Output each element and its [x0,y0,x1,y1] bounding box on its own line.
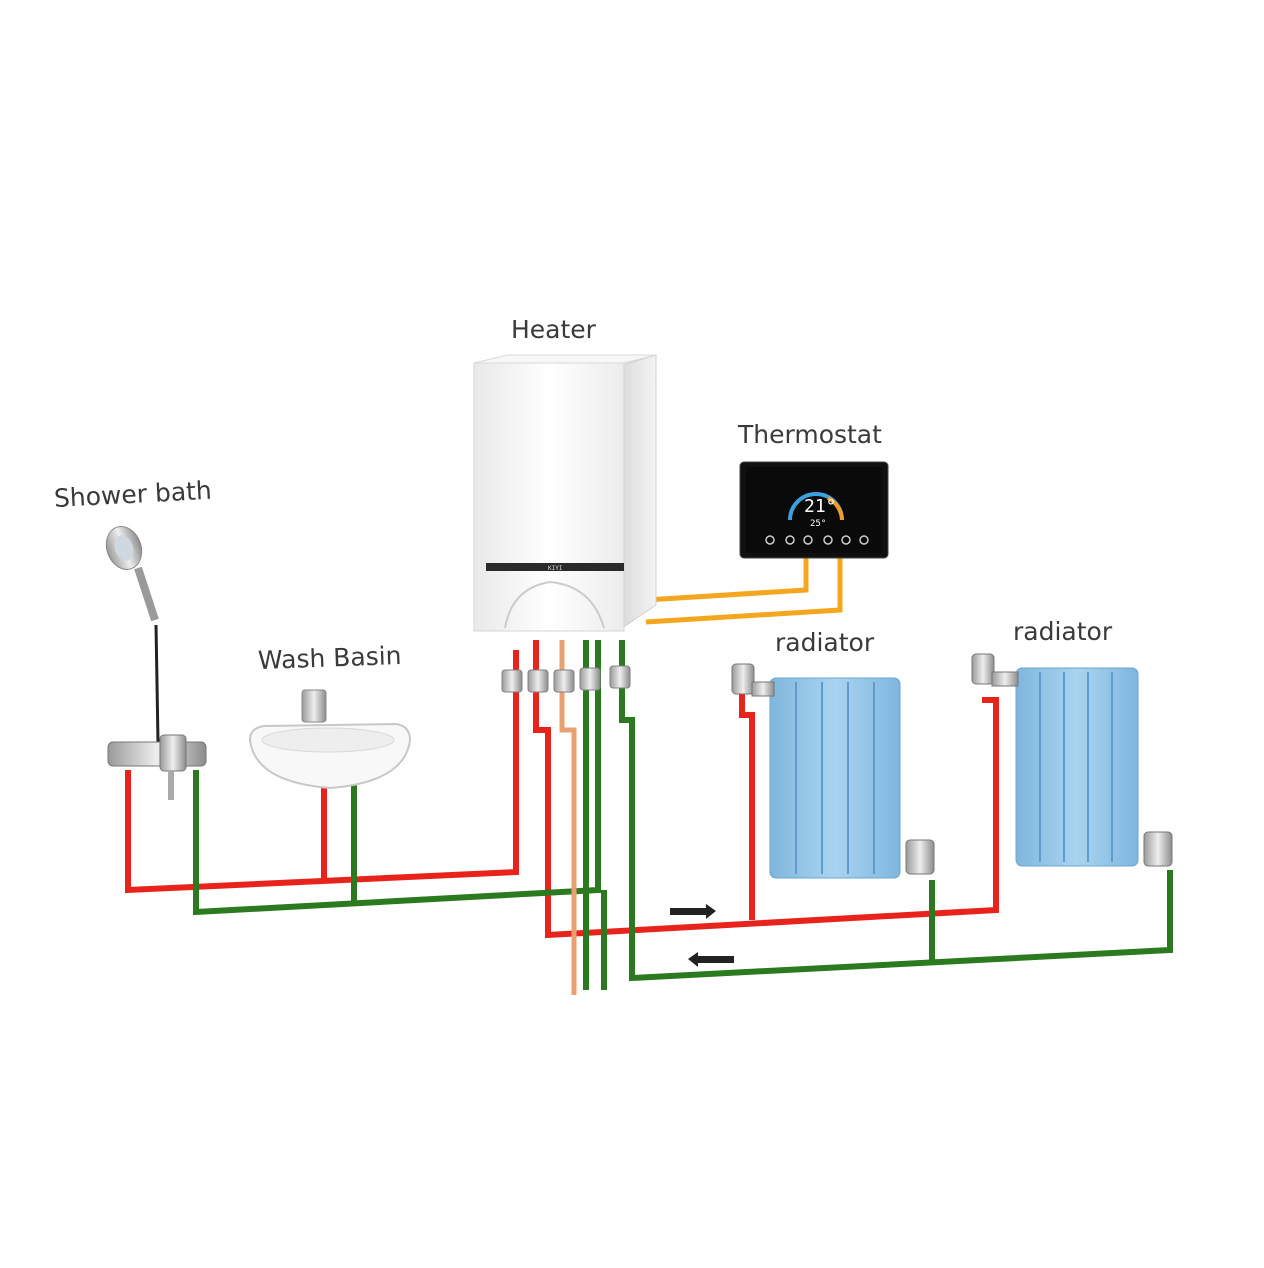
hot-pipe-heating [533,640,999,939]
heater-unit: KIYI [473,354,657,693]
label-thermostat: Thermostat [738,420,882,449]
radiator-2-valve-bottom [1143,831,1173,867]
svg-text:KIYI: KIYI [548,565,563,572]
return-pipe-domestic [193,640,601,916]
thermostat-temperature: 21° [804,496,837,517]
return-pipe-heating [619,640,1173,982]
shower-fixture [105,526,207,800]
thermostat-device [739,461,889,559]
thermostat-wiring [645,555,843,625]
wash-basin [248,689,412,790]
thermostat-buttons [765,535,869,545]
flow-arrow-return [688,952,734,967]
label-radiator-2: radiator [1013,617,1113,646]
hot-water-pipes [125,640,999,939]
radiator-1-valve-top [731,663,755,695]
label-radiator-1: radiator [775,628,875,657]
heater-control-strip [486,563,624,571]
radiator-2 [971,653,1173,867]
radiator-1-valve-bottom [905,839,935,875]
hot-pipe-radiator-1 [739,690,755,920]
thermostat-secondary-temp: 25° [810,519,826,529]
flow-arrow-supply [670,904,716,919]
radiator-1 [731,663,935,879]
label-heater: Heater [511,315,596,344]
heater-body [473,362,625,632]
gas-pipe [559,640,577,995]
label-basin: Wash Basin [257,640,402,675]
hot-pipe-domestic [125,650,519,894]
return-pipes [193,640,1173,990]
heater-valves [501,665,631,693]
radiator-2-valve-top [971,653,995,685]
heater-side-panel [621,354,657,629]
